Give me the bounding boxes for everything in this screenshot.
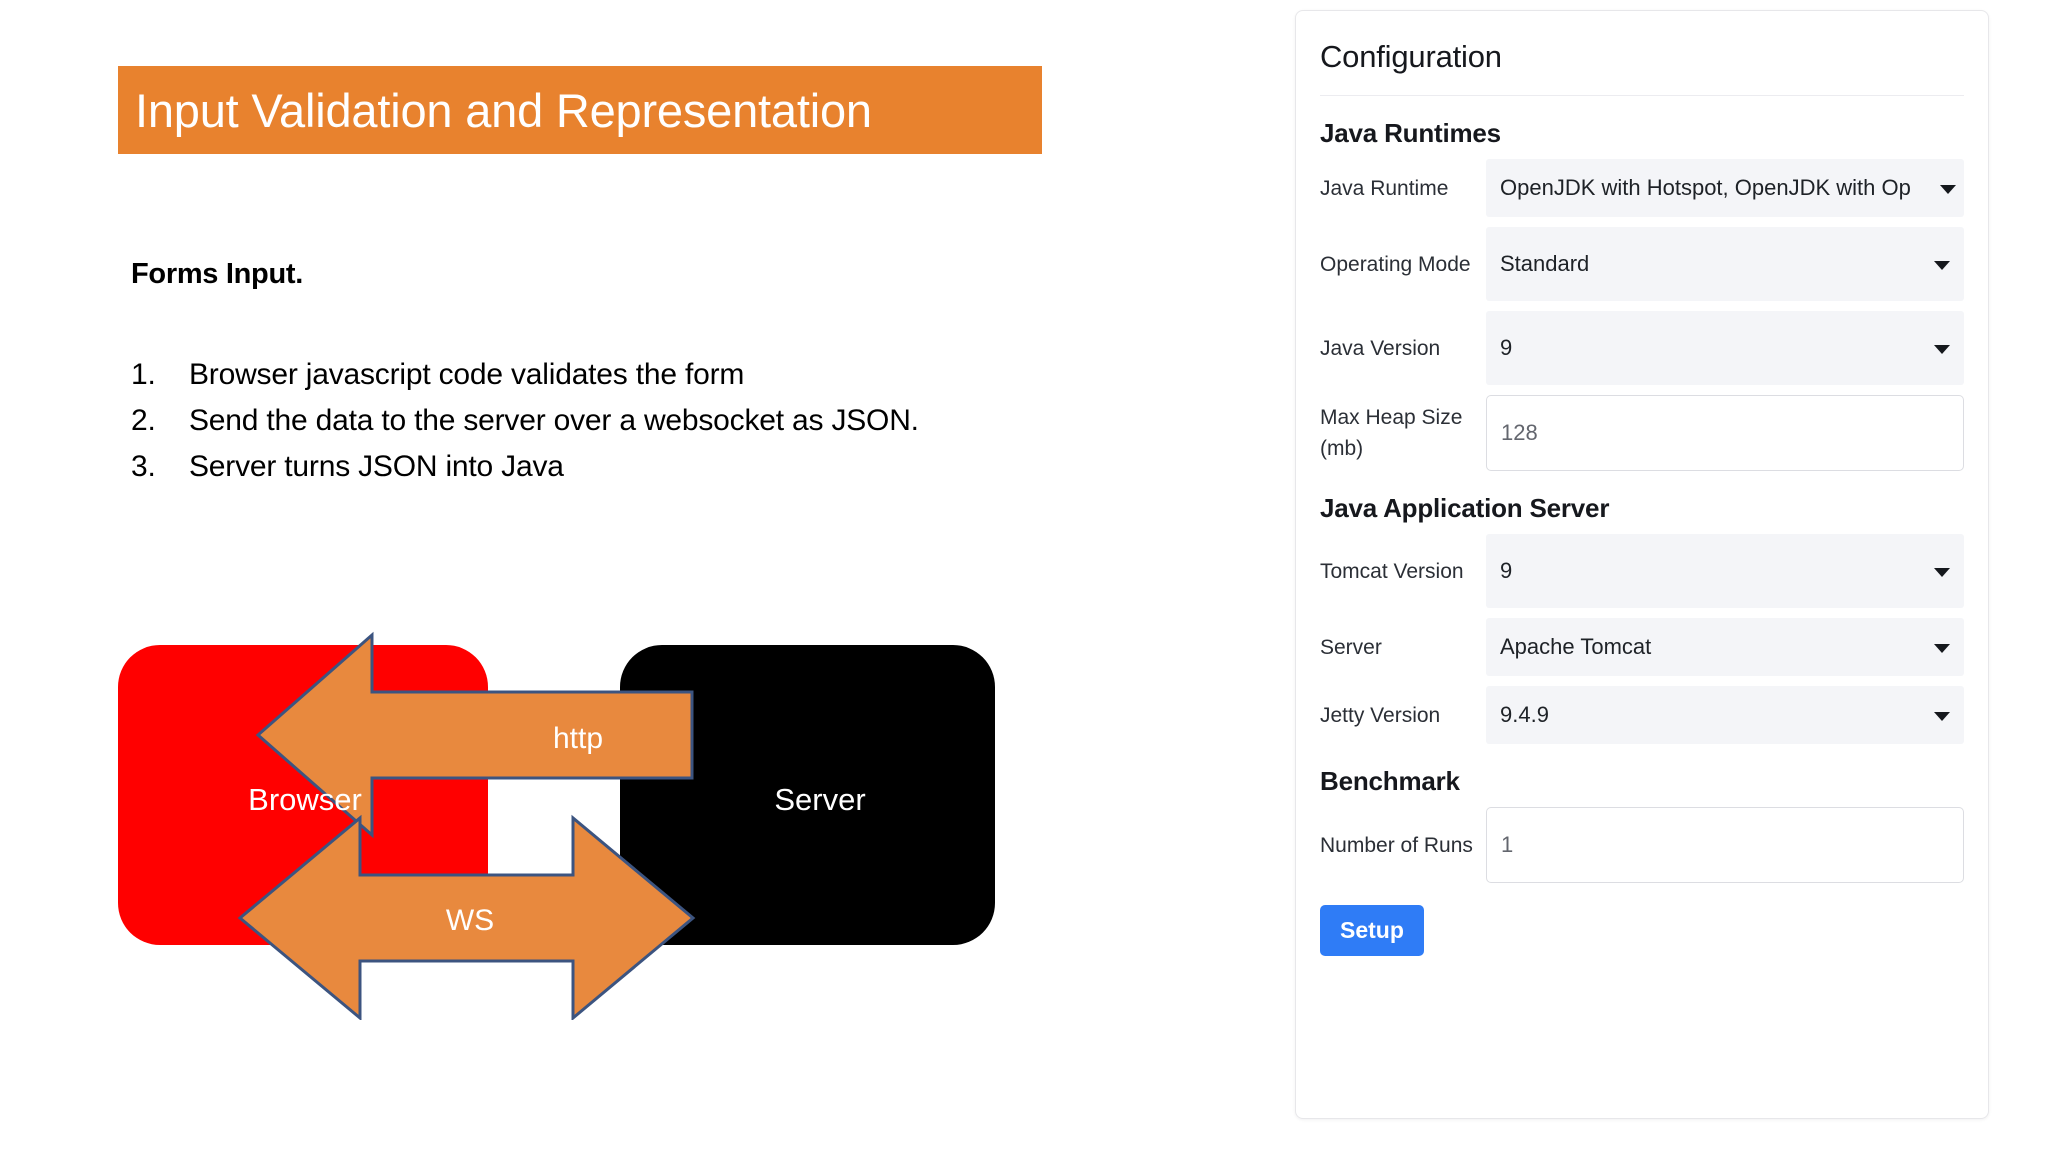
list-item: 2. Send the data to the server over a we… xyxy=(131,398,919,444)
field-label-jetty-version: Jetty Version xyxy=(1320,703,1441,727)
section-heading-java-runtimes: Java Runtimes xyxy=(1320,118,1501,148)
server-select[interactable]: Apache Tomcat xyxy=(1486,618,1964,676)
operating-mode-value: Standard xyxy=(1500,251,1590,276)
field-row-operating-mode: Operating Mode Standard xyxy=(1320,227,1964,301)
server-value: Apache Tomcat xyxy=(1500,634,1652,659)
list-item-number: 3. xyxy=(131,450,156,483)
chevron-down-icon xyxy=(1940,185,1956,194)
number-of-runs-value: 1 xyxy=(1501,832,1514,857)
slide-title: Input Validation and Representation xyxy=(135,83,872,137)
jetty-version-value: 9.4.9 xyxy=(1500,702,1549,727)
operating-mode-select[interactable]: Standard xyxy=(1486,227,1964,301)
chevron-down-icon xyxy=(1934,712,1950,721)
list-item-number: 2. xyxy=(131,404,156,437)
field-label-java-runtime: Java Runtime xyxy=(1320,176,1449,200)
chevron-down-icon xyxy=(1934,568,1950,577)
java-version-value: 9 xyxy=(1500,335,1513,360)
steps-list: 1. Browser javascript code validates the… xyxy=(131,352,919,490)
java-version-select[interactable]: 9 xyxy=(1486,311,1964,385)
http-arrow xyxy=(255,631,694,839)
ws-arrow-label: WS xyxy=(446,904,494,937)
java-runtime-select[interactable]: OpenJDK with Hotspot, OpenJDK with Op xyxy=(1486,159,1964,217)
jetty-version-select[interactable]: 9.4.9 xyxy=(1486,686,1964,744)
chevron-down-icon xyxy=(1934,644,1950,653)
field-label-operating-mode: Operating Mode xyxy=(1320,252,1471,276)
field-row-java-runtime: Java Runtime OpenJDK with Hotspot, OpenJ… xyxy=(1320,159,1964,217)
field-row-max-heap-size: Max Heap Size (mb) 128 xyxy=(1320,395,1964,471)
configuration-panel: Configuration Java Runtimes Java Runtime… xyxy=(1295,10,1989,1119)
forms-input-heading: Forms Input. xyxy=(131,258,304,290)
tomcat-version-select[interactable]: 9 xyxy=(1486,534,1964,608)
presentation-slide: Input Validation and Representation Form… xyxy=(0,66,1060,1020)
field-label-number-of-runs: Number of Runs xyxy=(1320,833,1473,857)
list-item-text: Send the data to the server over a webso… xyxy=(189,404,919,437)
list-item-text: Browser javascript code validates the fo… xyxy=(189,358,745,391)
setup-button[interactable]: Setup xyxy=(1320,905,1424,956)
java-runtime-value: OpenJDK with Hotspot, OpenJDK with Op xyxy=(1500,175,1911,200)
ws-arrow xyxy=(237,814,696,1020)
section-heading-java-application-server: Java Application Server xyxy=(1320,493,1610,523)
field-row-tomcat-version: Tomcat Version 9 xyxy=(1320,534,1964,608)
list-item: 3. Server turns JSON into Java xyxy=(131,444,919,490)
architecture-diagram: Browser Server http WS xyxy=(0,600,1060,1020)
server-box xyxy=(620,645,995,945)
list-item-text: Server turns JSON into Java xyxy=(189,450,564,483)
field-row-number-of-runs: Number of Runs 1 xyxy=(1320,807,1964,883)
chevron-down-icon xyxy=(1934,345,1950,354)
field-label-java-version: Java Version xyxy=(1320,336,1441,360)
page-title: Configuration xyxy=(1320,39,1502,74)
field-row-java-version: Java Version 9 xyxy=(1320,311,1964,385)
tomcat-version-value: 9 xyxy=(1500,558,1513,583)
field-row-server: Server Apache Tomcat xyxy=(1320,618,1964,676)
chevron-down-icon xyxy=(1934,261,1950,270)
field-label-tomcat-version: Tomcat Version xyxy=(1320,559,1464,583)
browser-label: Browser xyxy=(248,782,362,817)
section-heading-benchmark: Benchmark xyxy=(1320,766,1460,796)
field-label-max-heap-size: Max Heap Size (mb) xyxy=(1320,406,1463,460)
field-row-jetty-version: Jetty Version 9.4.9 xyxy=(1320,686,1964,744)
field-label-server: Server xyxy=(1320,635,1382,659)
http-arrow-label: http xyxy=(553,722,603,755)
list-item-number: 1. xyxy=(131,358,156,391)
max-heap-size-value: 128 xyxy=(1501,420,1538,445)
slide-title-banner: Input Validation and Representation xyxy=(118,66,1042,154)
server-label: Server xyxy=(774,782,865,817)
list-item: 1. Browser javascript code validates the… xyxy=(131,352,919,398)
max-heap-size-input[interactable]: 128 xyxy=(1486,395,1964,471)
divider xyxy=(1320,95,1964,96)
number-of-runs-input[interactable]: 1 xyxy=(1486,807,1964,883)
